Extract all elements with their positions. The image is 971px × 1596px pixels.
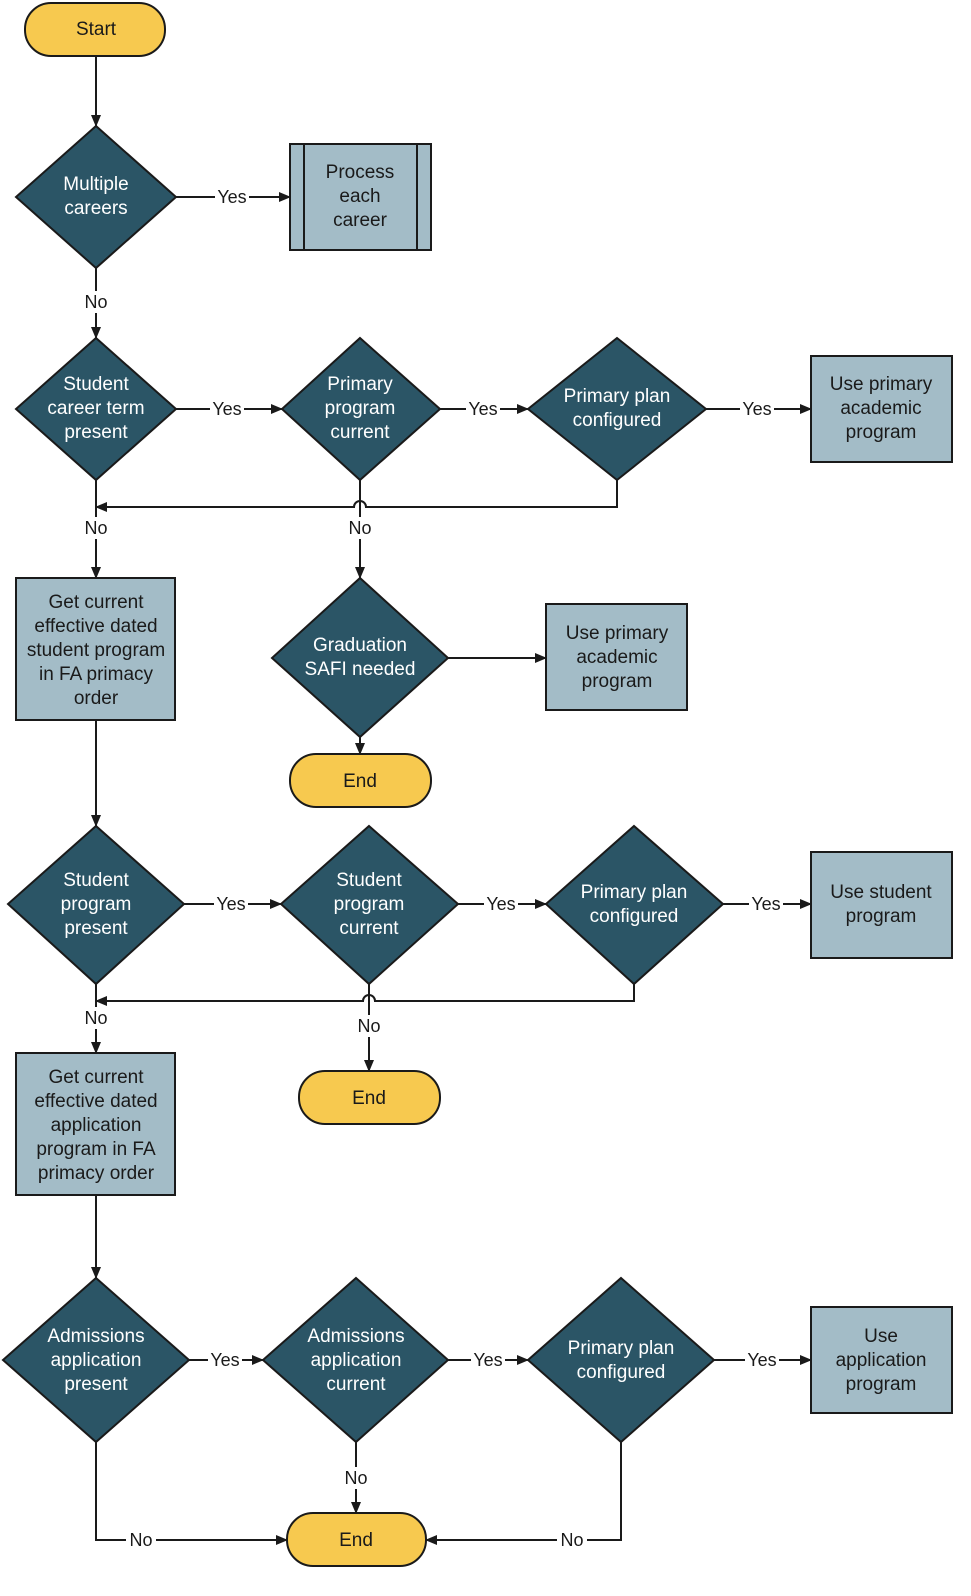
end-terminal-1: End xyxy=(289,753,432,808)
svg-text:Yes: Yes xyxy=(486,894,515,914)
edge-label: Yes xyxy=(484,893,518,915)
end-terminal-3: End xyxy=(286,1512,427,1567)
svg-text:Yes: Yes xyxy=(216,894,245,914)
svg-text:Yes: Yes xyxy=(742,399,771,419)
edge-plan-configured-2-no xyxy=(95,984,635,1006)
svg-text:No: No xyxy=(84,1008,107,1028)
edge-label: Yes xyxy=(208,1349,242,1371)
svg-text:Yes: Yes xyxy=(217,187,246,207)
edges xyxy=(91,56,812,1545)
edge-plan-configured-no xyxy=(95,480,618,512)
svg-text:No: No xyxy=(84,292,107,312)
svg-text:No: No xyxy=(348,518,371,538)
edge-label: No xyxy=(81,517,111,539)
svg-text:No: No xyxy=(129,1530,152,1550)
edge-label: Yes xyxy=(471,1349,505,1371)
end-terminal-2: End xyxy=(298,1070,441,1125)
svg-text:Yes: Yes xyxy=(210,1350,239,1370)
edge-label: No xyxy=(354,1015,384,1037)
edge-label: No xyxy=(81,1007,111,1029)
svg-text:End: End xyxy=(339,1530,373,1551)
edge-admissions-present-no xyxy=(95,1442,288,1545)
edge-labels: Yes No Yes Yes Yes No No Yes Yes Yes No … xyxy=(81,186,783,1551)
svg-text:Yes: Yes xyxy=(747,1350,776,1370)
edge-label: No xyxy=(341,1467,371,1489)
svg-text:Yes: Yes xyxy=(751,894,780,914)
edge-label: No xyxy=(557,1529,587,1551)
edge-label: Yes xyxy=(214,893,248,915)
svg-text:No: No xyxy=(84,518,107,538)
edge-label: Yes xyxy=(740,398,774,420)
edge-label: No xyxy=(81,291,111,313)
edge-label: Yes xyxy=(466,398,500,420)
svg-text:No: No xyxy=(560,1530,583,1550)
svg-text:Yes: Yes xyxy=(473,1350,502,1370)
edge-label: Yes xyxy=(215,186,249,208)
edge-label: No xyxy=(345,517,375,539)
svg-text:No: No xyxy=(344,1468,367,1488)
edge-label: Yes xyxy=(745,1349,779,1371)
edge-plan-configured-3-no xyxy=(425,1442,622,1545)
edge-label: No xyxy=(126,1529,156,1551)
svg-text:No: No xyxy=(357,1016,380,1036)
svg-text:Yes: Yes xyxy=(468,399,497,419)
node-label: Start xyxy=(76,19,117,40)
edge-label: Yes xyxy=(210,398,244,420)
start-terminal: Start xyxy=(24,2,166,57)
svg-text:End: End xyxy=(352,1088,386,1109)
edge-label: Yes xyxy=(749,893,783,915)
svg-text:End: End xyxy=(343,771,377,792)
svg-text:Yes: Yes xyxy=(212,399,241,419)
